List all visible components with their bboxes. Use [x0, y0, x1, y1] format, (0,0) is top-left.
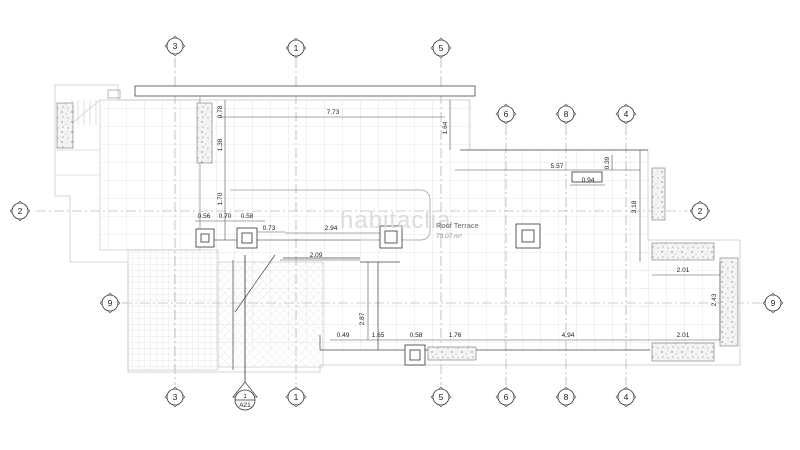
dim-1-64: 1.64 — [442, 121, 449, 134]
grid-label: 8 — [564, 109, 569, 119]
dim-0-58: 0.58 — [241, 213, 254, 220]
grid-label: 8 — [564, 392, 569, 402]
grid-label: 5 — [439, 43, 444, 53]
section-number: 1 — [243, 393, 247, 400]
dim-3-18: 3.18 — [631, 200, 638, 213]
dim-0-39: 0.39 — [604, 156, 611, 169]
grid-label: 2 — [698, 206, 703, 216]
dim-0-58-lower: 0.58 — [410, 332, 423, 339]
grid-label: 5 — [439, 392, 444, 402]
dim-2-94: 2.94 — [325, 225, 338, 232]
dim-0-78: 0.78 — [217, 105, 224, 118]
grid-label: 6 — [504, 109, 509, 119]
grid-bubble-top-4: 4 — [615, 103, 637, 125]
grid-bubble-right-9: 9 — [762, 292, 784, 314]
dim-1-38: 1.38 — [217, 138, 224, 151]
grid-label: 1 — [294, 392, 299, 402]
grid-bubble-bottom-1: 1 — [285, 386, 307, 408]
dim-2-01-lower: 2.01 — [677, 332, 690, 339]
dim-0-70: 0.70 — [219, 213, 232, 220]
dim-0-73: 0.73 — [263, 225, 276, 232]
room-area: 79.07 m² — [436, 233, 462, 240]
grid-label: 9 — [771, 298, 776, 308]
dim-1-65: 1.65 — [372, 332, 385, 339]
dim-2-43: 2.43 — [711, 293, 718, 306]
grid-label: 3 — [173, 41, 178, 51]
grid-bubble-bottom-5: 5 — [430, 386, 452, 408]
watermark: habitaclia — [340, 207, 451, 234]
dim-2-87: 2.87 — [359, 312, 366, 325]
dim-7-73: 7.73 — [327, 109, 340, 116]
grid-bubble-right-2: 2 — [689, 200, 711, 222]
grid-bubble-top-8: 8 — [555, 103, 577, 125]
dim-2-01-upper: 2.01 — [677, 267, 690, 274]
dimension-lines — [195, 100, 721, 341]
dim-1-76: 1.76 — [449, 332, 462, 339]
dim-4-94: 4.94 — [562, 332, 575, 339]
dim-0-49: 0.49 — [337, 332, 350, 339]
grid-label: 4 — [624, 392, 629, 402]
dim-1-70: 1.70 — [217, 192, 224, 205]
grid-bubble-bottom-8: 8 — [555, 386, 577, 408]
grid-bubble-top-6: 6 — [495, 103, 517, 125]
grid-label: 9 — [108, 298, 113, 308]
room-name: Roof Terrace — [436, 221, 479, 230]
dim-5-57: 5.57 — [551, 163, 564, 170]
grid-bubble-left-9: 9 — [99, 292, 121, 314]
grid-label: 6 — [504, 392, 509, 402]
grid-bubble-top-1: 1 — [285, 37, 307, 59]
grid-bubble-top-5: 5 — [430, 37, 452, 59]
gravel-areas — [56, 102, 739, 362]
grid-bubble-bottom-6: 6 — [495, 386, 517, 408]
grid-label: 3 — [173, 392, 178, 402]
grid-bubble-bottom-4: 4 — [615, 386, 637, 408]
grid-bubble-left-2: 2 — [9, 200, 31, 222]
grid-label: 1 — [294, 43, 299, 53]
grid-bubble-bottom-3: 3 — [164, 386, 186, 408]
section-marker: 1 A21 — [232, 255, 258, 411]
dim-0-56: 0.56 — [198, 213, 211, 220]
pillars — [195, 171, 603, 366]
dim-2-09: 2.09 — [310, 252, 323, 259]
grid-label: 4 — [624, 109, 629, 119]
grid-bubble-top-3: 3 — [164, 35, 186, 57]
dim-0-94: 0.94 — [582, 177, 595, 184]
section-sheet: A21 — [239, 402, 251, 409]
grid-label: 2 — [18, 206, 23, 216]
